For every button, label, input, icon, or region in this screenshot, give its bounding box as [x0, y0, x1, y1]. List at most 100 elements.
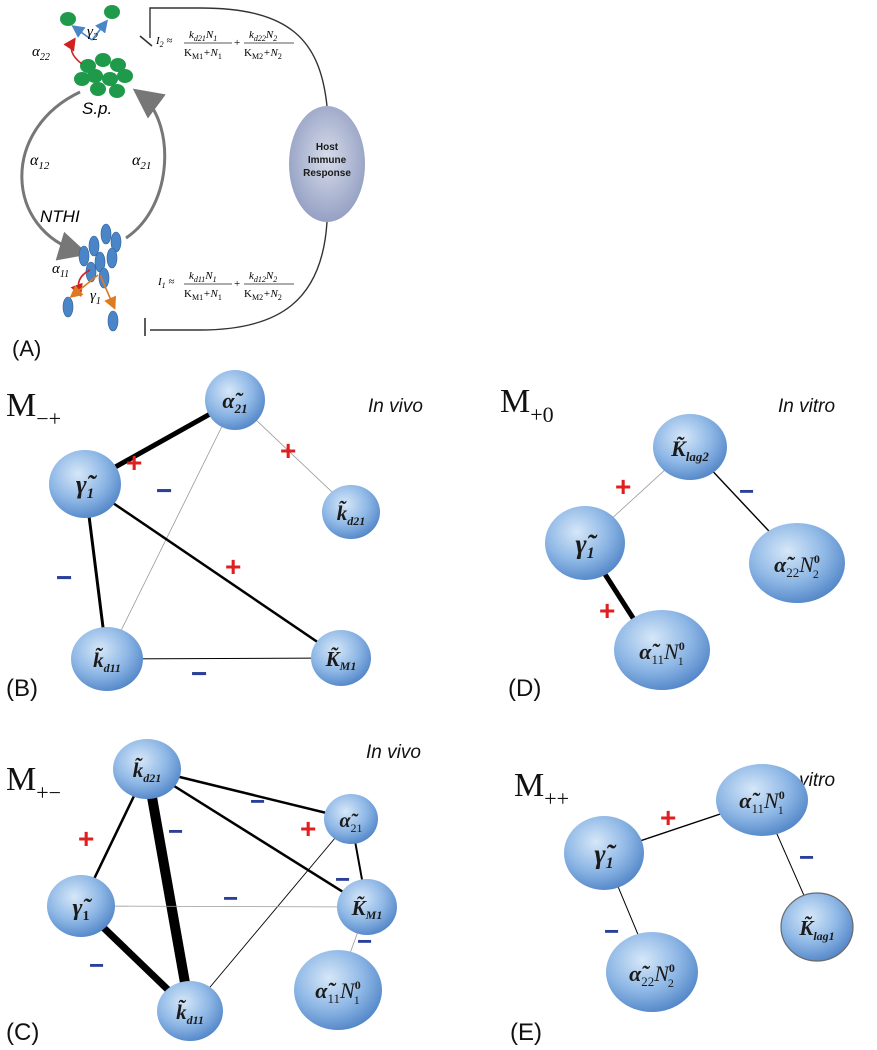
svg-text:+: +: [234, 37, 240, 49]
svg-text:kd22N2: kd22N2: [249, 29, 277, 43]
alpha22-arrow: [63, 37, 83, 65]
nthi-label: NTHI: [40, 207, 80, 226]
node-c-alpha21: α̃21: [324, 794, 378, 844]
sign-c-7: −: [89, 950, 104, 980]
alpha12-arc: [20, 90, 89, 261]
context-label-c: In vivo: [366, 742, 421, 763]
svg-text:K̃lag2: K̃lag2: [670, 436, 709, 464]
model-label-c: M+−: [6, 761, 61, 805]
gamma1-arrow-left: [69, 274, 99, 299]
alpha11-label: α11: [52, 261, 69, 280]
alpha21-arc: [125, 88, 167, 240]
gamma2-arrow-left: [71, 25, 93, 41]
model-label-b: M−+: [6, 387, 61, 431]
edge-c-kd21-kd11: [142, 768, 195, 1012]
svg-text:kd12N2: kd12N2: [249, 270, 277, 284]
sign-b-6: −: [191, 658, 207, 689]
svg-text:I2 ≈: I2 ≈: [155, 35, 172, 49]
host-immune-response: [289, 106, 365, 222]
panel-b: M−+ In vivo + + − + − − α̃21 γ̃1 k̃d21: [6, 370, 423, 702]
svg-text:KM2+N2: KM2+N2: [244, 47, 282, 61]
alpha12-label: α12: [30, 152, 50, 172]
sign-b-2: +: [280, 435, 296, 466]
panel-label-c: (C): [6, 1019, 39, 1046]
node-c-kd21: k̃d21: [113, 739, 181, 799]
inhibition-arc-bottom: [150, 221, 328, 331]
sign-c-6: −: [223, 883, 238, 913]
panel-label-b: (B): [6, 675, 38, 702]
sign-c-4: +: [300, 813, 316, 844]
sp-label: S.p.: [82, 99, 112, 118]
svg-text:k̃d21: k̃d21: [133, 758, 162, 785]
svg-text:k̃d21: k̃d21: [337, 501, 366, 528]
svg-text:KM1+N1: KM1+N1: [184, 288, 222, 302]
edge-b-alpha21-kd11: [106, 399, 236, 660]
panel-label-e: (E): [510, 1019, 542, 1046]
svg-text:K̃lag1: K̃lag1: [798, 916, 834, 943]
context-label-b: In vivo: [368, 396, 423, 417]
node-d-klag2: K̃lag2: [653, 414, 727, 480]
host-label-line3: Response: [303, 168, 351, 179]
svg-text:kd11N1: kd11N1: [189, 270, 217, 284]
node-b-gamma1: γ̃1: [49, 450, 121, 518]
svg-text:K̃M1: K̃M1: [351, 896, 383, 922]
panel-label-d: (D): [508, 675, 541, 702]
edge-c-kd21-alpha21: [146, 767, 352, 821]
sign-e-3: −: [604, 916, 619, 946]
node-c-gamma1: γ̃1: [47, 875, 115, 937]
sign-d-1: +: [615, 471, 631, 502]
gamma1-label: γ1: [90, 288, 101, 307]
node-c-km1: K̃M1: [337, 879, 397, 935]
sign-d-2: −: [739, 476, 754, 506]
node-b-kd21: k̃d21: [322, 485, 380, 539]
svg-text:KM1+N1: KM1+N1: [184, 47, 222, 61]
nthi-cells: [62, 223, 122, 332]
gamma2-label: γ2: [87, 24, 98, 43]
sign-b-1: +: [126, 447, 142, 478]
edge-c-kd21-km1: [146, 767, 368, 909]
sign-e-1: +: [660, 802, 676, 833]
svg-text:KM2+N2: KM2+N2: [244, 288, 282, 302]
node-b-kd11: k̃d11: [71, 627, 143, 691]
edge-b-gamma1-km1: [84, 482, 342, 660]
node-e-gamma1: γ̃1: [564, 816, 644, 890]
sign-c-1: +: [78, 823, 94, 854]
inhibition-arc-top: [149, 7, 328, 107]
panel-label-a: (A): [12, 336, 41, 361]
gamma2-arrow-right: [91, 19, 108, 41]
alpha22-label: α22: [32, 44, 50, 63]
sign-b-5: −: [56, 562, 72, 593]
node-e-klag1: K̃lag1: [780, 892, 854, 962]
host-label-line2: Immune: [308, 155, 347, 166]
node-b-alpha21: α̃21: [205, 370, 265, 430]
node-d-gamma1: γ̃1: [545, 506, 625, 580]
sign-b-4: +: [225, 551, 241, 582]
panel-a: γ2 α22 S.p. α12 α21 NTHI α11: [12, 5, 365, 361]
formula-i1: I1 ≈ kd11N1 KM1+N1 + kd12N2 KM2+N2: [157, 270, 294, 302]
sign-b-3: −: [156, 475, 172, 506]
panel-c: M+− In vivo + − − + − − − − k̃d21 α̃21 γ…: [6, 739, 421, 1046]
sign-c-5: −: [335, 864, 350, 894]
sign-e-2: −: [799, 842, 814, 872]
edge-c-alpha21-kd11: [189, 818, 352, 1012]
edge-c-gamma1-km1: [80, 905, 368, 908]
node-b-km1: K̃M1: [311, 630, 371, 686]
model-label-e: M++: [514, 767, 569, 811]
svg-text:k̃d11: k̃d11: [93, 648, 121, 675]
model-label-d: M+0: [500, 383, 554, 427]
sp-cells: [60, 5, 133, 98]
gamma1-arrow-right: [99, 274, 117, 310]
edge-b-kd11-km1: [106, 657, 342, 660]
sign-c-3: −: [168, 816, 183, 846]
formula-i2: I2 ≈ kd21N1 KM1+N1 + kd22N2 KM2+N2: [155, 29, 294, 61]
